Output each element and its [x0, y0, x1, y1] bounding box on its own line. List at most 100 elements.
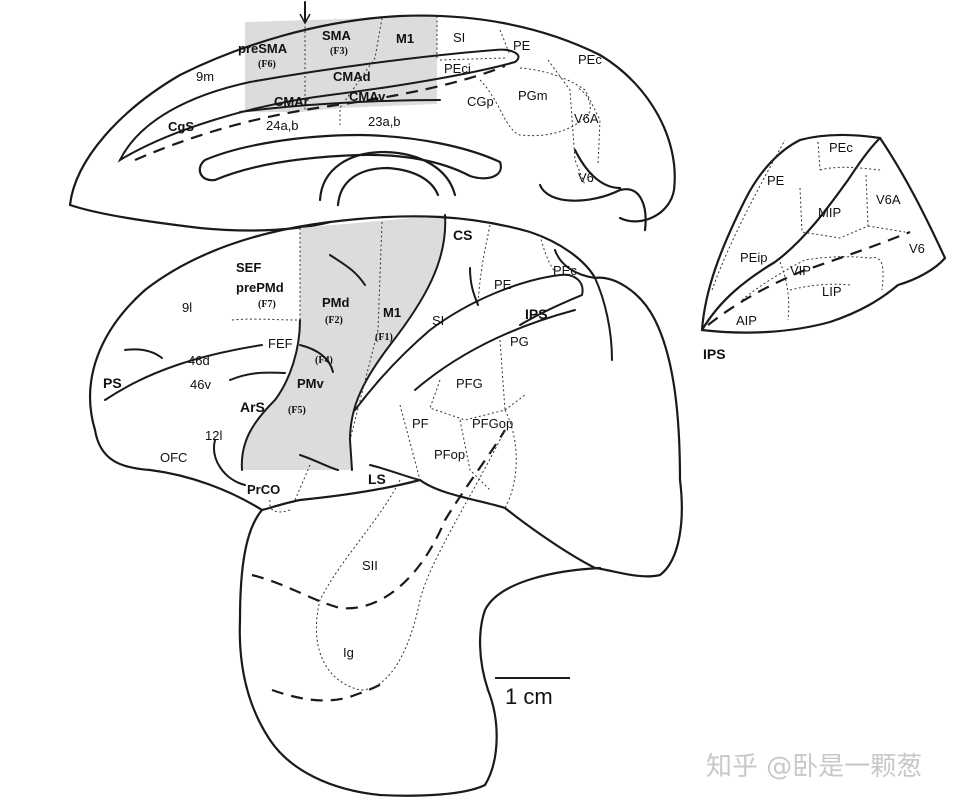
- medial-fornix: [318, 150, 457, 207]
- label-lateral-si: SI: [432, 313, 444, 328]
- label-lateral-pec: PEc: [553, 263, 577, 278]
- ips-lateral: [414, 309, 576, 391]
- label-pfg: PFG: [456, 376, 483, 391]
- lateral-outline: [88, 215, 683, 578]
- ips-inset: PEc PE V6A MIP PEip VIP V6 LIP AIP IPS: [700, 133, 947, 362]
- medial-border-6: [519, 67, 601, 166]
- label-ls: LS: [368, 471, 386, 487]
- lateral-fissure: [213, 439, 421, 486]
- inset-label-mip: MIP: [818, 205, 841, 220]
- medial-callosum: [198, 133, 502, 182]
- label-peci: PEci: [444, 61, 471, 76]
- medial-view: preSMA (F6) SMA (F3) M1 SI PE PEc PEci 9…: [68, 1, 676, 232]
- frontal-dimple: [124, 254, 366, 381]
- label-medial-v6: V6: [578, 170, 594, 185]
- label-presma: preSMA: [238, 41, 288, 56]
- lateral-border-8: [504, 409, 517, 509]
- arrow-head: [299, 13, 311, 25]
- label-pmv: PMv: [297, 376, 325, 391]
- inset-border-3: [741, 256, 884, 301]
- label-f4: (F4): [315, 355, 333, 366]
- label-pfgop: PFGop: [472, 416, 513, 431]
- inset-label-pec: PEc: [829, 140, 853, 155]
- lateral-view: CS SEF prePMd (F7) 9l PMd (F2) M1 (F1) S…: [88, 214, 683, 797]
- label-sef: SEF: [236, 260, 261, 275]
- label-f5: (F5): [288, 405, 306, 416]
- lateral-border-1: [231, 228, 301, 321]
- label-pmd: PMd: [322, 295, 350, 310]
- principal-sulcus: [104, 344, 263, 401]
- label-f2: (F2): [325, 315, 343, 326]
- medial-border-3: [436, 16, 506, 61]
- temporal-outline: [238, 508, 602, 797]
- inset-label-v6a: V6A: [876, 192, 901, 207]
- label-f3: (F3): [330, 46, 348, 57]
- label-ps: PS: [103, 375, 122, 391]
- label-medial-si: SI: [453, 30, 465, 45]
- label-12l: 12l: [205, 428, 222, 443]
- medial-parieto-occipital: [538, 148, 647, 232]
- label-fef: FEF: [268, 336, 293, 351]
- label-f1: (F1): [375, 332, 393, 343]
- inset-fundus: [707, 230, 911, 326]
- label-46d: 46d: [188, 353, 210, 368]
- label-46v: 46v: [190, 377, 211, 392]
- label-pgm: PGm: [518, 88, 548, 103]
- label-cgp: CGp: [467, 94, 494, 109]
- label-ofc: OFC: [160, 450, 187, 465]
- label-pf: PF: [412, 416, 429, 431]
- lateral-border-6: [269, 464, 311, 513]
- lateral-border-3: [477, 224, 556, 306]
- scale-bar-label: 1 cm: [505, 684, 553, 709]
- inset-upper-bank: [700, 136, 882, 332]
- label-medial-pe: PE: [513, 38, 531, 53]
- cingulate-sulcus: [117, 48, 520, 163]
- medial-border-4: [499, 29, 586, 186]
- lateral-border-4: [429, 339, 526, 421]
- lateral-sulcus-upper: [354, 273, 584, 411]
- label-sma: SMA: [322, 28, 352, 43]
- label-f6: (F6): [258, 59, 276, 70]
- inset-label-pe: PE: [767, 173, 785, 188]
- inset-border-2: [799, 174, 906, 239]
- label-cmar: CMAr: [274, 94, 309, 109]
- label-pfop: PFop: [434, 447, 465, 462]
- label-23ab: 23a,b: [368, 114, 401, 129]
- medial-border-5: [479, 79, 591, 137]
- inset-label-lip: LIP: [822, 284, 842, 299]
- label-lateral-ips: IPS: [525, 306, 548, 322]
- inset-label-v6: V6: [909, 241, 925, 256]
- label-medial-m1: M1: [396, 31, 414, 46]
- label-9m: 9m: [196, 69, 214, 84]
- label-prepmd: prePMd: [236, 280, 284, 295]
- cingulate-sulcus-fundus: [134, 64, 506, 162]
- label-ars: ArS: [240, 399, 265, 415]
- label-medial-pec: PEc: [578, 52, 602, 67]
- medial-highlight-sma: [245, 16, 437, 70]
- label-24ab: 24a,b: [266, 118, 299, 133]
- watermark: 知乎 @卧是一颗葱: [706, 752, 922, 782]
- label-9l: 9l: [182, 300, 192, 315]
- lateral-border-2: [349, 221, 383, 441]
- inset-label-peip: PEip: [740, 250, 767, 265]
- lateral-highlight-motor: [241, 215, 446, 470]
- inset-label-ips: IPS: [703, 346, 726, 362]
- inset-outline: [700, 133, 947, 334]
- medial-highlight-cma: [245, 58, 437, 112]
- label-lateral-pe: PE: [494, 277, 512, 292]
- label-cmad: CMAd: [333, 69, 371, 84]
- inset-border-4: [779, 261, 790, 321]
- label-medial-v6a: V6A: [574, 111, 599, 126]
- lateral-border-5: [399, 404, 491, 491]
- medial-callosal-line: [239, 99, 441, 113]
- label-cmav: CMAv: [349, 89, 386, 104]
- parietal-arc: [469, 249, 613, 361]
- label-ig: Ig: [343, 645, 354, 660]
- arcuate-sulcus: [240, 319, 334, 471]
- inset-label-vip: VIP: [790, 263, 811, 278]
- label-lateral-m1: M1: [383, 305, 401, 320]
- label-prco: PrCO: [247, 482, 280, 497]
- label-cs: CS: [453, 227, 472, 243]
- label-pg: PG: [510, 334, 529, 349]
